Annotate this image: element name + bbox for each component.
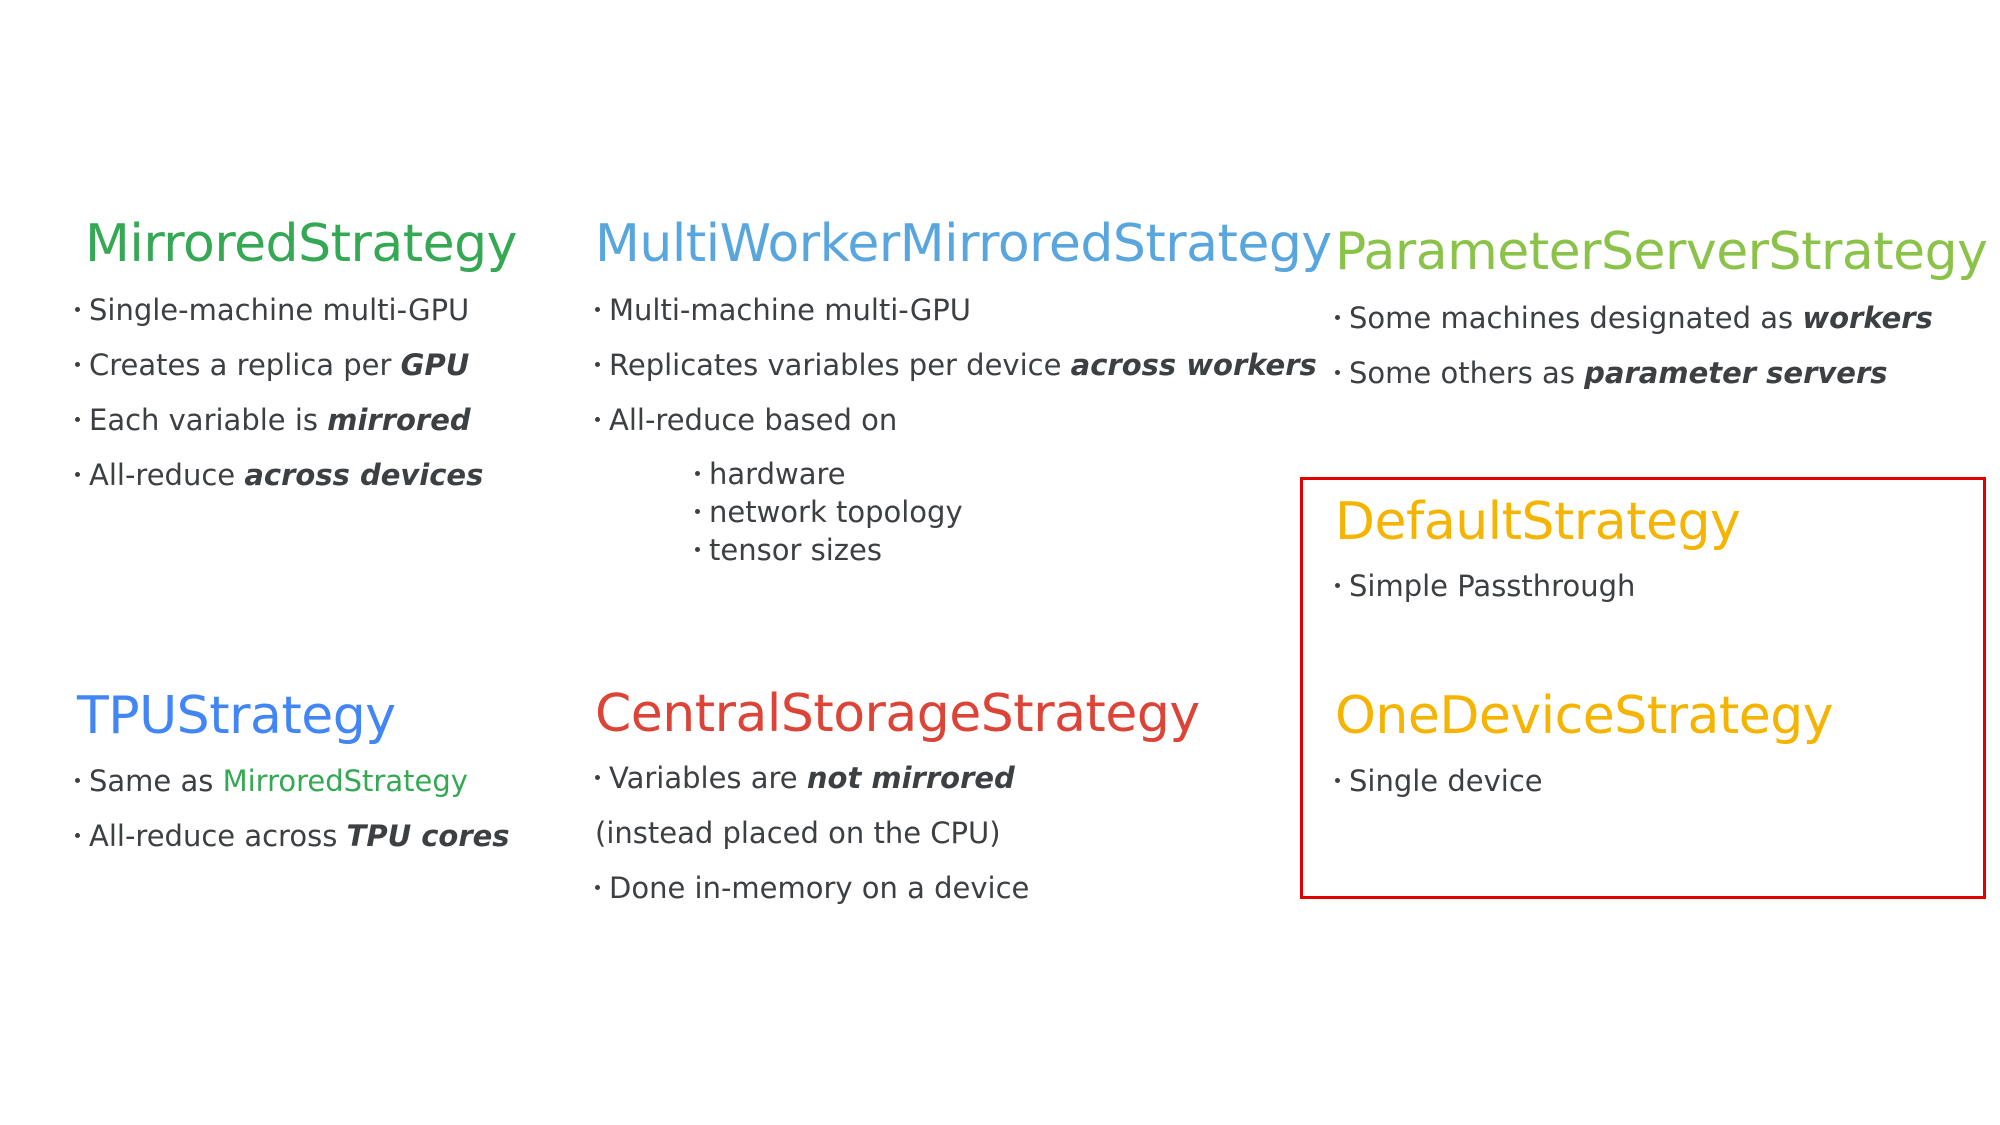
list-item: hardware: [695, 460, 963, 489]
mirrored-strategy-bullets: Single-machine multi-GPU Creates a repli…: [75, 296, 483, 516]
list-item: Done in-memory on a device: [595, 874, 1029, 903]
list-item: (instead placed on the CPU): [595, 816, 1001, 850]
list-item: All-reduce across devices: [75, 461, 483, 490]
bullet-icon: [75, 362, 80, 367]
bullet-icon: [695, 509, 700, 514]
default-strategy-title: DefaultStrategy: [1335, 492, 1741, 552]
list-item: Single-machine multi-GPU: [75, 296, 483, 325]
bullet-icon: [75, 778, 80, 783]
bullet-icon: [1335, 583, 1340, 588]
mirrored-strategy-title: MirroredStrategy: [85, 214, 517, 274]
bullet-icon: [75, 472, 80, 477]
list-item: All-reduce based on: [595, 406, 1317, 435]
list-item: Single device: [1335, 767, 1543, 796]
central-storage-strategy-title: CentralStorageStrategy: [595, 684, 1200, 744]
multiworker-strategy-section: MultiWorkerMirroredStrategy: [595, 218, 1332, 270]
list-item: network topology: [695, 498, 963, 527]
parameter-server-strategy-section: ParameterServerStrategy: [1335, 222, 1988, 282]
multiworker-strategy-title: MultiWorkerMirroredStrategy: [595, 214, 1332, 274]
bullet-icon: [75, 833, 80, 838]
onedevice-strategy-bullets: Single device: [1335, 767, 1543, 796]
list-item: Simple Passthrough: [1335, 572, 1635, 601]
bullet-icon: [595, 417, 600, 422]
bullet-icon: [75, 417, 80, 422]
bullet-icon: [75, 307, 80, 312]
tpu-strategy-bullets: Same as MirroredStrategy All-reduce acro…: [75, 767, 510, 877]
onedevice-strategy-title: OneDeviceStrategy: [1335, 686, 1834, 746]
mirrored-strategy-section: MirroredStrategy: [85, 218, 517, 270]
parameter-server-strategy-title: ParameterServerStrategy: [1335, 222, 1988, 282]
list-item: Each variable is mirrored: [75, 406, 483, 435]
highlight-box: [1300, 477, 1986, 899]
bullet-icon: [595, 307, 600, 312]
list-item: Some machines designated as workers: [1335, 304, 1933, 333]
mirrored-strategy-reference: MirroredStrategy: [222, 764, 468, 798]
tpu-strategy-section: TPUStrategy: [77, 686, 396, 746]
list-item: All-reduce across TPU cores: [75, 822, 510, 851]
onedevice-strategy-section: OneDeviceStrategy: [1335, 686, 1834, 746]
multiworker-strategy-bullets: Multi-machine multi-GPU Replicates varia…: [595, 296, 1317, 461]
list-item: Replicates variables per device across w…: [595, 351, 1317, 380]
bullet-icon: [595, 775, 600, 780]
bullet-icon: [595, 362, 600, 367]
central-storage-strategy-section: CentralStorageStrategy: [595, 688, 1200, 740]
list-item: Some others as parameter servers: [1335, 359, 1933, 388]
list-item: Variables are not mirrored: [595, 764, 1029, 793]
bullet-icon: [595, 885, 600, 890]
list-item: Same as MirroredStrategy: [75, 767, 510, 796]
tpu-strategy-title: TPUStrategy: [77, 686, 396, 746]
list-item: tensor sizes: [695, 536, 963, 565]
default-strategy-bullets: Simple Passthrough: [1335, 572, 1635, 601]
bullet-icon: [1335, 315, 1340, 320]
bullet-icon: [695, 471, 700, 476]
central-storage-strategy-bullets: Variables are not mirrored (instead plac…: [595, 764, 1029, 929]
bullet-icon: [1335, 370, 1340, 375]
multiworker-sub-bullets: hardware network topology tensor sizes: [695, 460, 963, 574]
default-strategy-section: DefaultStrategy: [1335, 492, 1741, 552]
parameter-server-strategy-bullets: Some machines designated as workers Some…: [1335, 304, 1933, 414]
list-item: Multi-machine multi-GPU: [595, 296, 1317, 325]
list-item: Creates a replica per GPU: [75, 351, 483, 380]
bullet-icon: [695, 547, 700, 552]
bullet-icon: [1335, 778, 1340, 783]
